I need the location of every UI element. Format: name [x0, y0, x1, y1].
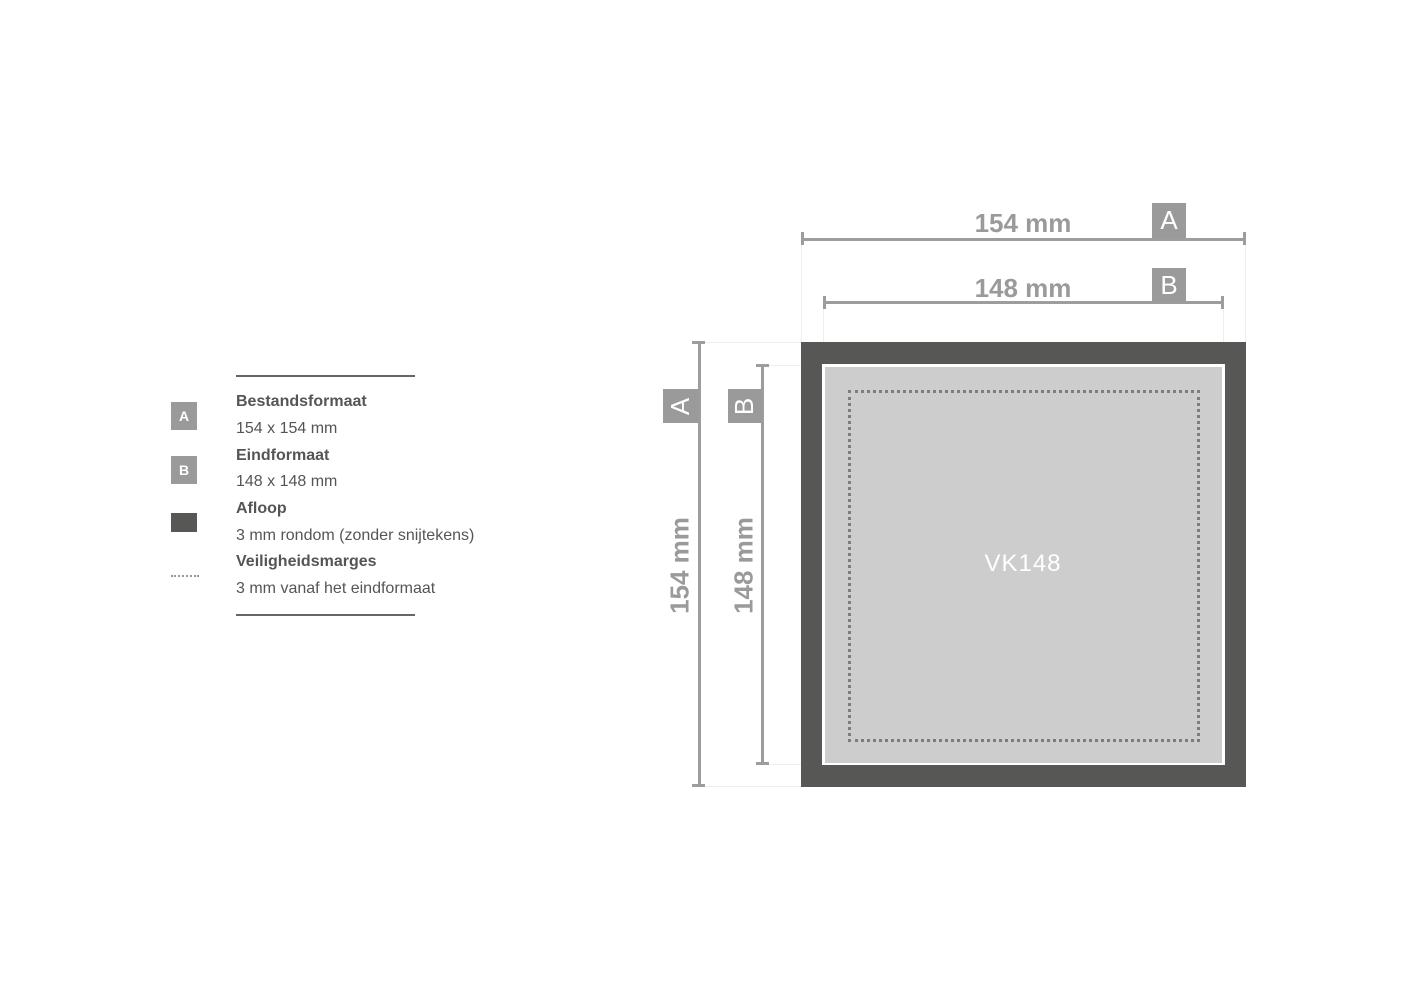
- extension-line: [699, 786, 801, 787]
- legend-top-rule: [236, 375, 415, 377]
- legend-badge-a: A: [171, 402, 197, 430]
- legend-dotted-line: [171, 575, 199, 577]
- dim-tick: [692, 784, 705, 787]
- dimension-label-a-horizontal: 154 mm: [974, 208, 1072, 238]
- dimension-line-a-vertical: [698, 342, 701, 786]
- extension-line: [801, 232, 802, 342]
- legend-bleed-swatch: [171, 513, 197, 532]
- dim-tick: [801, 232, 804, 245]
- dimension-line-b-horizontal: [823, 301, 1223, 304]
- trim-area: [825, 367, 1222, 763]
- legend-badge-b: B: [171, 456, 197, 484]
- dimension-line-b-vertical: [761, 365, 764, 764]
- dimension-label-a-vertical: 154 mm: [664, 517, 695, 614]
- legend-title-afloop: Afloop: [236, 500, 287, 517]
- extension-line: [1245, 232, 1246, 342]
- dim-tick: [823, 296, 826, 309]
- dim-tick: [756, 364, 769, 367]
- badge-a-horizontal: A: [1152, 203, 1186, 238]
- badge-a-vertical: A: [663, 389, 698, 423]
- legend-title-veiligheidsmarges: Veiligheidsmarges: [236, 553, 377, 570]
- legend-desc-veiligheidsmarges: 3 mm vanaf het eindformaat: [236, 580, 436, 597]
- legend-desc-afloop: 3 mm rondom (zonder snijtekens): [236, 527, 475, 544]
- extension-line: [1223, 302, 1224, 342]
- legend-title-bestandsformaat: Bestandsformaat: [236, 393, 367, 410]
- badge-b-vertical-text: B: [729, 397, 760, 415]
- legend-bottom-rule: [236, 614, 415, 616]
- extension-line: [699, 342, 801, 343]
- dim-tick: [756, 762, 769, 765]
- extension-line: [823, 302, 824, 342]
- legend-title-eindformaat: Eindformaat: [236, 447, 330, 464]
- dim-tick: [692, 341, 705, 344]
- dim-tick: [1243, 232, 1246, 245]
- badge-b-vertical: B: [728, 389, 762, 423]
- badge-b-horizontal: B: [1152, 268, 1186, 302]
- badge-a-vertical-text: A: [665, 397, 695, 415]
- legend-desc-eindformaat: 148 x 148 mm: [236, 473, 338, 490]
- legend-desc-bestandsformaat: 154 x 154 mm: [236, 420, 338, 437]
- extension-line: [762, 365, 801, 366]
- safety-margin-dotted: [848, 390, 1200, 742]
- dim-tick: [1221, 296, 1224, 309]
- dimension-label-b-horizontal: 148 mm: [974, 273, 1072, 303]
- product-code: VK148: [984, 550, 1062, 577]
- dimension-line-a-horizontal: [801, 238, 1245, 241]
- dimension-label-b-vertical: 148 mm: [728, 517, 759, 614]
- extension-line: [762, 764, 801, 765]
